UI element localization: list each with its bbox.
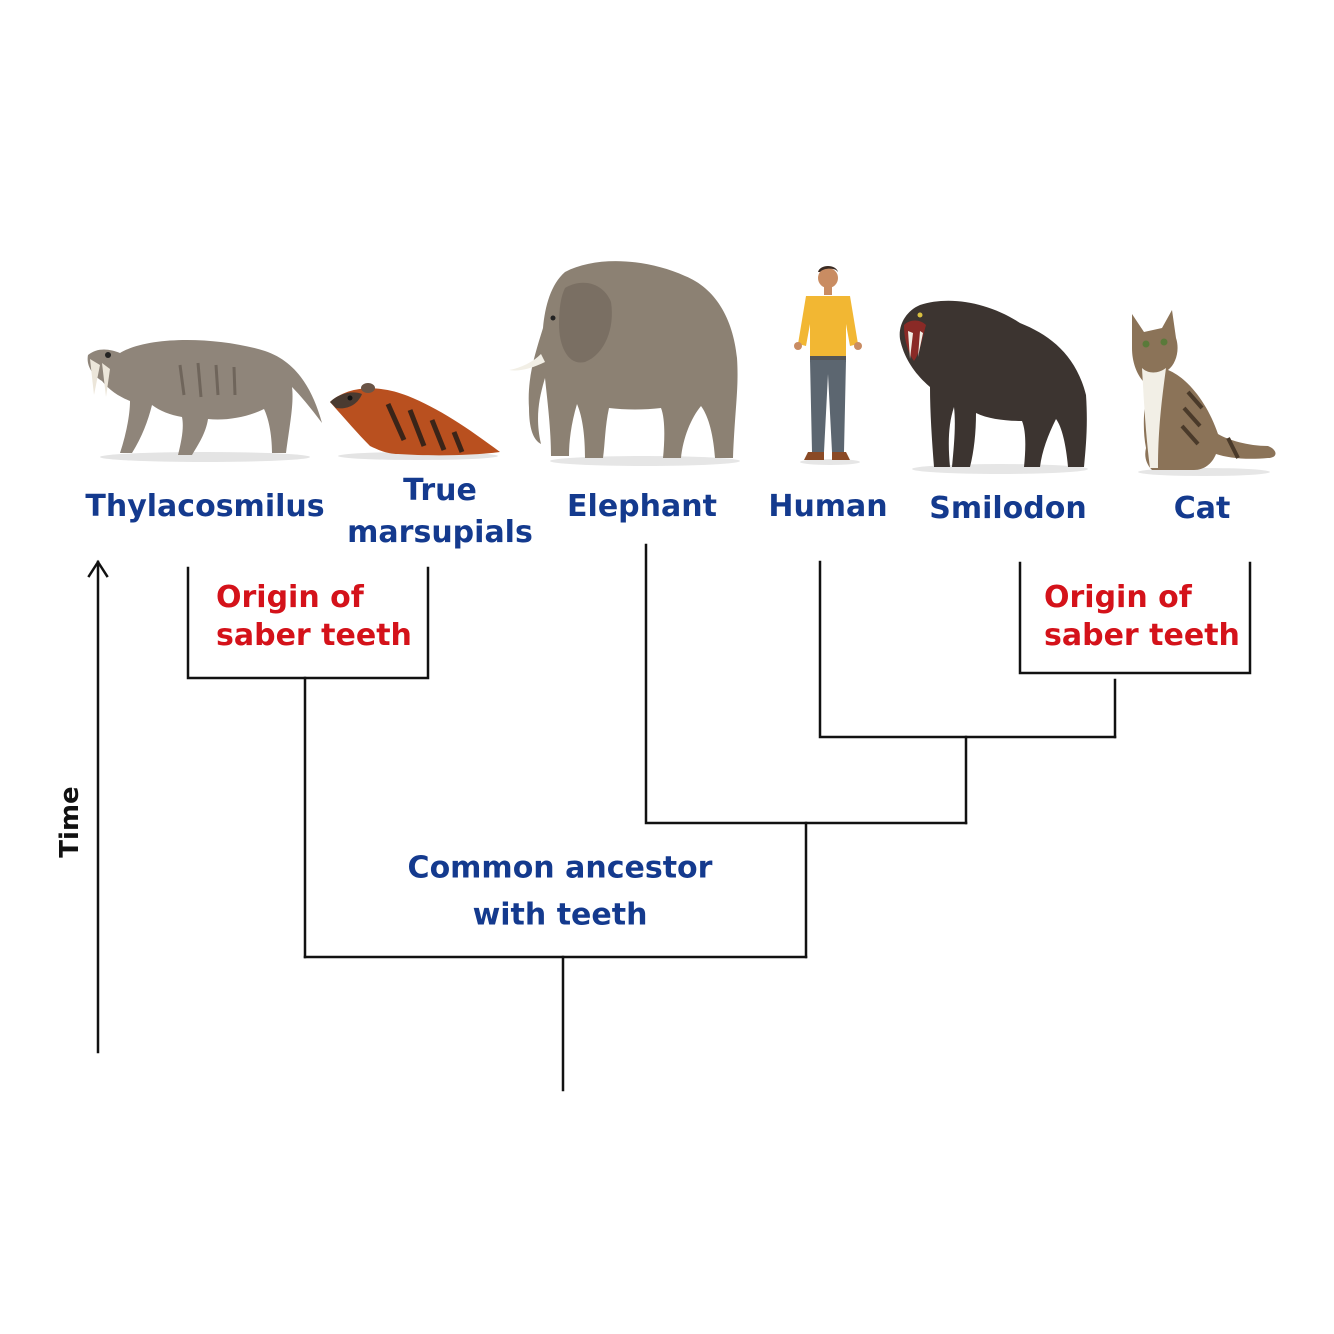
taxon-label-cat: Cat bbox=[1173, 491, 1231, 526]
branch-human bbox=[818, 560, 1117, 739]
time-axis-label: Time bbox=[55, 786, 85, 858]
taxon-label-thylacosmilus: Thylacosmilus bbox=[85, 489, 325, 524]
taxon-label-true-marsupials: True marsupials bbox=[347, 470, 533, 554]
annotation-line: saber teeth bbox=[216, 618, 412, 654]
annotation-common-ancestor: Common ancestor with teeth bbox=[408, 846, 713, 939]
taxon-label-elephant: Elephant bbox=[567, 489, 717, 524]
taxon-label-human: Human bbox=[768, 489, 888, 524]
human-icon bbox=[794, 266, 862, 465]
cat-icon bbox=[1132, 310, 1276, 476]
taxon-label-smilodon: Smilodon bbox=[929, 491, 1087, 526]
annotation-line: Origin of bbox=[1044, 580, 1192, 615]
branch-smilodon-cat bbox=[1018, 561, 1252, 675]
annotation-line: saber teeth bbox=[1044, 618, 1240, 654]
branch-elephant bbox=[644, 543, 968, 825]
marsupial-icon bbox=[330, 383, 500, 460]
annotation-line: Origin of bbox=[216, 580, 364, 615]
annotation-line: with teeth bbox=[472, 897, 648, 932]
elephant-icon bbox=[509, 261, 740, 466]
annotation-line: Common ancestor bbox=[407, 850, 713, 886]
smilodon-icon bbox=[899, 300, 1088, 474]
time-arrowhead bbox=[87, 559, 109, 578]
branch-thylacosmilus-marsupials bbox=[186, 566, 430, 680]
annotation-saber-teeth-right: Origin of saber teeth bbox=[1044, 579, 1240, 656]
annotation-saber-teeth-left: Origin of saber teeth bbox=[216, 579, 412, 656]
thylacosmilus-icon bbox=[87, 340, 323, 462]
taxon-label-line: True bbox=[403, 473, 477, 508]
taxon-label-line: marsupials bbox=[347, 515, 533, 550]
